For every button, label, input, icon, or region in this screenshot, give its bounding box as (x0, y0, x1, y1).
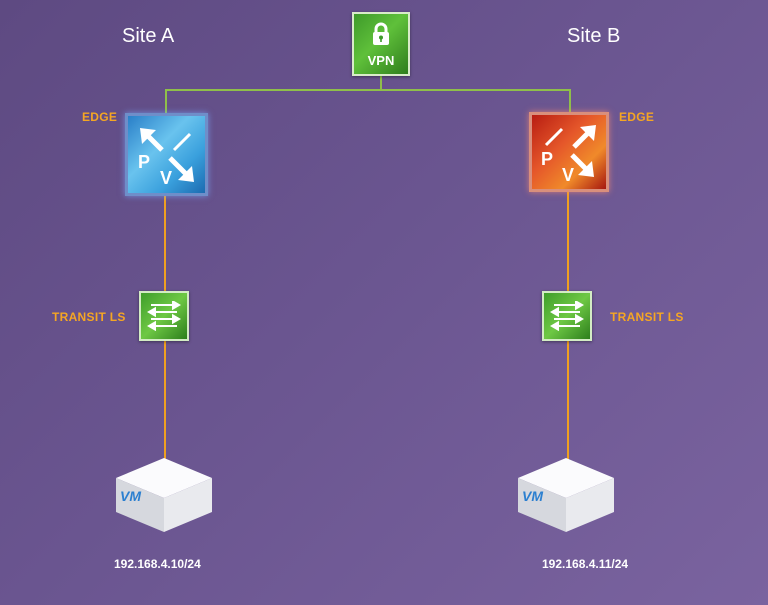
vm-cube-icon (116, 458, 212, 532)
edge-b-to-transit-line (567, 192, 569, 291)
vpn-node[interactable]: VPN (352, 12, 410, 76)
transit-b-label: TRANSIT LS (610, 310, 684, 324)
vm-site-a[interactable]: VM (112, 452, 216, 536)
edge-a-p-letter: P (138, 152, 151, 172)
site-a-ip: 192.168.4.10/24 (114, 557, 201, 571)
edge-b-p-letter: P (541, 149, 554, 169)
logical-switch-icon (147, 301, 181, 331)
edge-router-icon (140, 128, 194, 182)
vm-site-b[interactable]: VM (514, 452, 618, 536)
transit-a-label: TRANSIT LS (52, 310, 126, 324)
edge-b-label: EDGE (619, 110, 655, 124)
transit-b-to-vm-line (567, 340, 569, 460)
transit-logical-switch-site-a[interactable] (139, 291, 189, 341)
padlock-icon (373, 22, 389, 45)
site-b-title: Site B (567, 25, 621, 47)
vpn-label: VPN (367, 53, 395, 68)
transit-logical-switch-site-b[interactable] (542, 291, 592, 341)
vpn-line-site-a (165, 89, 167, 115)
vm-a-label: VM (120, 488, 141, 504)
transit-a-to-vm-line (164, 340, 166, 460)
edge-gateway-site-b[interactable]: P V (529, 112, 609, 192)
vpn-tunnel-line (165, 89, 570, 91)
vm-cube-icon (518, 458, 614, 532)
edge-a-v-letter: V (160, 168, 173, 188)
logical-switch-icon (550, 301, 584, 331)
edge-b-v-letter: V (562, 165, 575, 185)
edge-a-to-transit-line (164, 196, 166, 291)
vpn-line-site-b (569, 89, 571, 115)
edge-a-label: EDGE (82, 110, 118, 124)
vpn-connector-stem (380, 76, 382, 90)
site-b-ip: 192.168.4.11/24 (542, 557, 629, 571)
edge-router-icon (544, 125, 596, 177)
site-a-title: Site A (122, 25, 175, 47)
edge-gateway-site-a[interactable]: P V (125, 113, 208, 196)
vm-b-label: VM (522, 488, 543, 504)
